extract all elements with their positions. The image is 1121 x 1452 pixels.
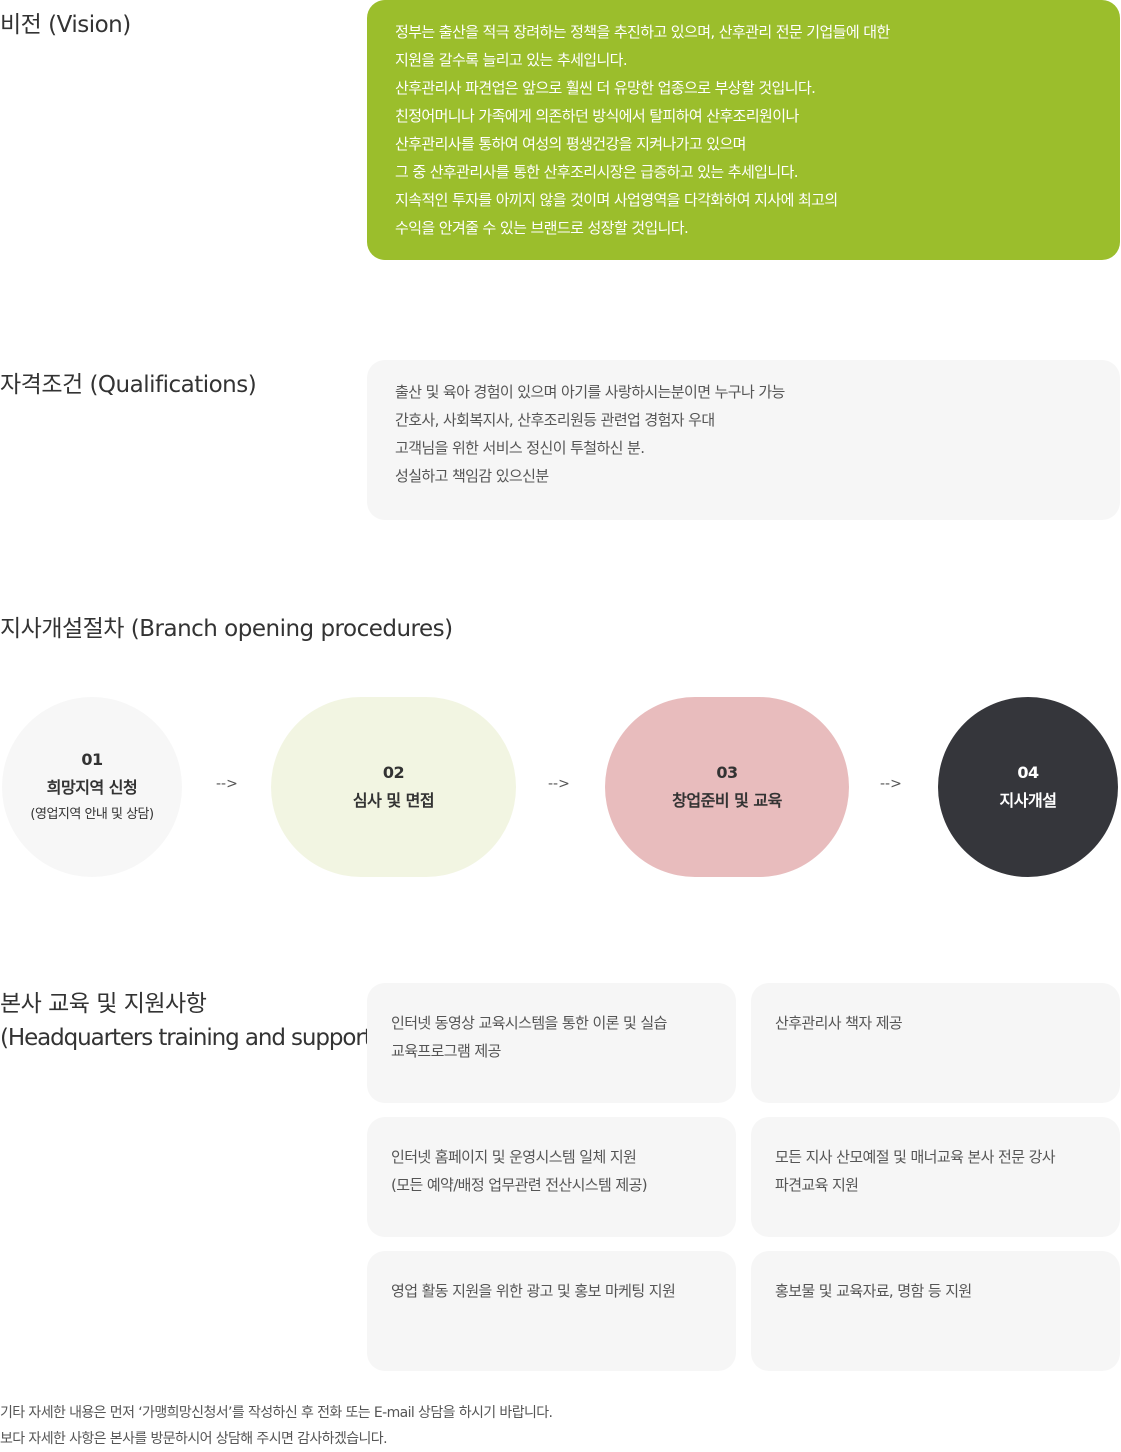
qualifications-title: 자격조건 (Qualifications)	[0, 372, 257, 398]
vision-line: 지원을 갈수록 늘리고 있는 추세입니다.	[395, 51, 628, 69]
support-card-text: 인터넷 동영상 교육시스템을 통한 이론 및 실습	[391, 1014, 667, 1032]
support-card: 인터넷 홈페이지 및 운영시스템 일체 지원 (모든 예약/배정 업무관련 전산…	[367, 1117, 736, 1237]
step-number: 03	[716, 763, 738, 782]
support-card: 모든 지사 산모예절 및 매너교육 본사 전문 강사 파견교육 지원	[751, 1117, 1120, 1237]
step-sublabel: (영업지역 안내 및 상담)	[30, 807, 154, 822]
procedure-step-1: 01 희망지역 신청 (영업지역 안내 및 상담)	[2, 697, 182, 877]
support-card-text: 파견교육 지원	[775, 1176, 859, 1194]
support-card: 산후관리사 책자 제공	[751, 983, 1120, 1103]
step-number: 02	[382, 763, 405, 782]
step-number: 01	[81, 750, 103, 769]
vision-line: 산후관리사를 통하여 여성의 평생건강을 지켜나가고 있으며	[395, 135, 746, 153]
support-card: 홍보물 및 교육자료, 명함 등 지원	[751, 1251, 1120, 1371]
procedure-step-3: 03 창업준비 및 교육	[605, 697, 849, 877]
support-card-text: (모든 예약/배정 업무관련 전산시스템 제공)	[391, 1176, 648, 1194]
step-arrow: -->	[548, 776, 570, 792]
vision-line: 지속적인 투자를 아끼지 않을 것이며 사업영역을 다각화하여 지사에 최고의	[395, 191, 838, 209]
qualification-line: 간호사, 사회복지사, 산후조리원등 관련업 경험자 우대	[395, 411, 715, 429]
vision-line: 정부는 출산을 적극 장려하는 정책을 추진하고 있으며, 산후관리 전문 기업…	[395, 23, 890, 41]
vision-box: 정부는 출산을 적극 장려하는 정책을 추진하고 있으며, 산후관리 전문 기업…	[367, 0, 1120, 260]
step-number: 04	[1017, 763, 1039, 782]
qualification-line: 성실하고 책임감 있으신분	[395, 467, 549, 485]
step-label: 심사 및 면접	[352, 791, 435, 810]
vision-line: 산후관리사 파견업은 앞으로 훨씬 더 유망한 업종으로 부상할 것입니다.	[395, 79, 816, 97]
support-card-text: 영업 활동 지원을 위한 광고 및 홍보 마케팅 지원	[391, 1282, 676, 1300]
support-card: 영업 활동 지원을 위한 광고 및 홍보 마케팅 지원	[367, 1251, 736, 1371]
qualification-line: 출산 및 육아 경험이 있으며 아기를 사랑하시는분이면 누구나 가능	[395, 383, 785, 401]
procedure-step-2: 02 심사 및 면접	[271, 697, 516, 877]
procedure-step-4: 04 지사개설	[938, 697, 1118, 877]
support-card-text: 산후관리사 책자 제공	[775, 1014, 903, 1032]
vision-line: 친정어머니나 가족에게 의존하던 방식에서 탈피하여 산후조리원이나	[395, 107, 799, 125]
support-card-text: 교육프로그램 제공	[391, 1042, 501, 1060]
qualification-line: 고객님을 위한 서비스 정신이 투철하신 분.	[395, 439, 645, 457]
step-arrow: -->	[216, 776, 238, 792]
support-card-text: 인터넷 홈페이지 및 운영시스템 일체 지원	[391, 1148, 637, 1166]
vision-line: 그 중 산후관리사를 통한 산후조리시장은 급증하고 있는 추세입니다.	[395, 163, 799, 181]
step-label: 희망지역 신청	[46, 778, 138, 797]
support-card-text: 모든 지사 산모예절 및 매너교육 본사 전문 강사	[775, 1148, 1056, 1166]
support-card-text: 홍보물 및 교육자료, 명함 등 지원	[775, 1282, 972, 1300]
qualifications-box: 출산 및 육아 경험이 있으며 아기를 사랑하시는분이면 누구나 가능 간호사,…	[367, 360, 1120, 520]
step-label: 창업준비 및 교육	[672, 791, 782, 810]
step-arrow: -->	[880, 776, 902, 792]
support-title-en: (Headquarters training and support)	[0, 1025, 381, 1051]
footer-note: 기타 자세한 내용은 먼저 ‘가맹희망신청서’를 작성하신 후 전화 또는 E-…	[0, 1400, 553, 1452]
vision-line: 수익을 안겨줄 수 있는 브랜드로 성장할 것입니다.	[395, 219, 689, 237]
support-title: 본사 교육 및 지원사항	[0, 991, 207, 1017]
footer-line: 보다 자세한 사항은 본사를 방문하시어 상담해 주시면 감사하겠습니다.	[0, 1431, 388, 1447]
procedures-title: 지사개설절차 (Branch opening procedures)	[0, 616, 453, 642]
step-label: 지사개설	[999, 791, 1057, 810]
support-card: 인터넷 동영상 교육시스템을 통한 이론 및 실습 교육프로그램 제공	[367, 983, 736, 1103]
vision-title: 비전 (Vision)	[0, 12, 131, 38]
footer-line: 기타 자세한 내용은 먼저 ‘가맹희망신청서’를 작성하신 후 전화 또는 E-…	[0, 1405, 553, 1421]
